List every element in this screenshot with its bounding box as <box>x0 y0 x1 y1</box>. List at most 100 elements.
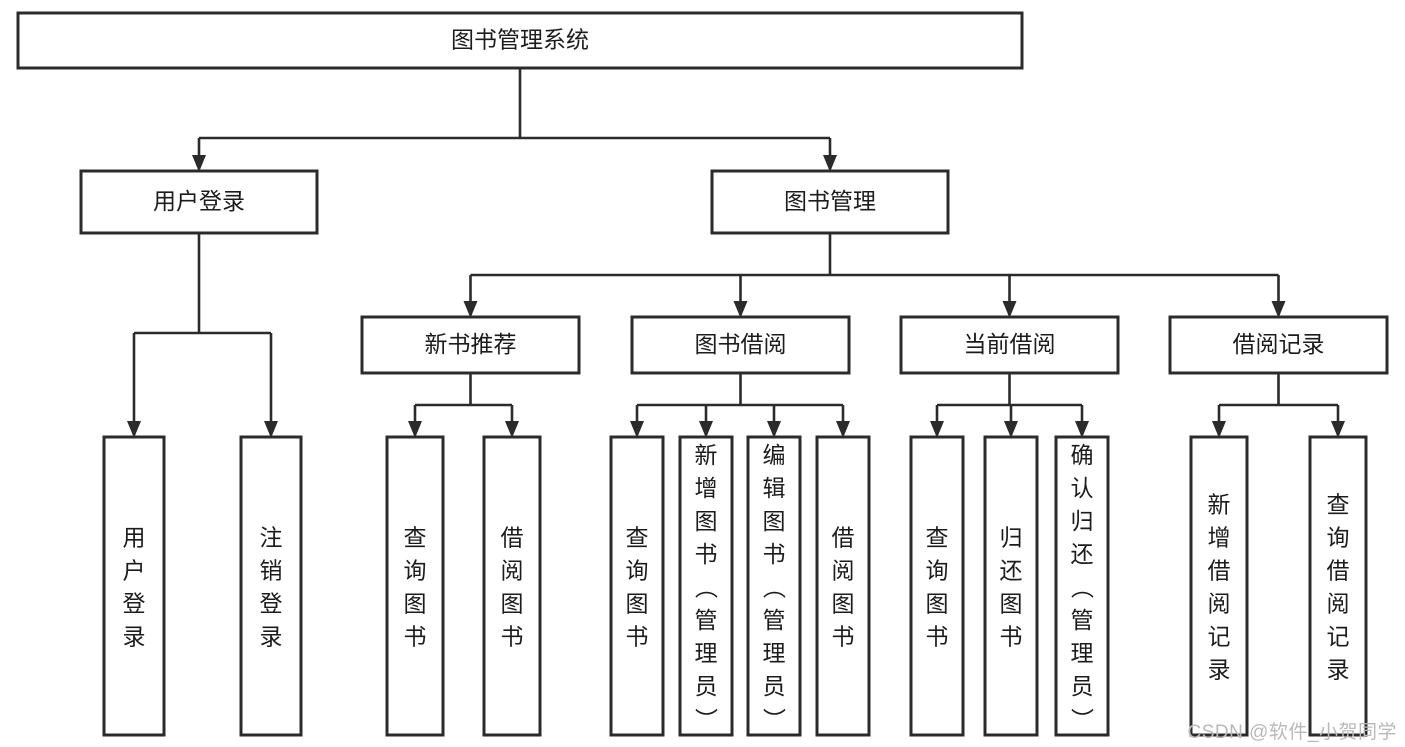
node-box <box>1054 435 1110 737</box>
node-label-char: 询 <box>1327 525 1350 551</box>
node-label-char: 录 <box>123 624 146 650</box>
nodes-layer: 图书管理系统用户登录图书管理新书推荐图书借阅当前借阅借阅记录用户登录注销登录查询… <box>16 11 1389 737</box>
node-label-char: 注 <box>260 525 283 551</box>
node-box <box>1308 435 1368 737</box>
node-label-char: 询 <box>404 558 427 584</box>
node-root[interactable]: 图书管理系统 <box>16 11 1024 70</box>
node-label-char: 阅 <box>832 558 855 584</box>
node-label-char: 员 <box>1071 673 1094 699</box>
node-label-char: 询 <box>926 558 949 584</box>
node-label-char: 记 <box>1327 624 1350 650</box>
node-label-char: 确 <box>1071 442 1094 468</box>
node-label-char: 用 <box>123 525 146 551</box>
node-label-char: 查 <box>404 525 427 551</box>
node-current-borrow[interactable]: 当前借阅 <box>899 315 1120 375</box>
node-label-char: 查 <box>1327 492 1350 518</box>
node-label-char: ） <box>693 708 719 731</box>
node-label-char: 图 <box>832 591 855 617</box>
node-label-char: 还 <box>1000 558 1023 584</box>
node-label: 当前借阅 <box>964 331 1056 357</box>
edge-arrowhead <box>1271 301 1286 318</box>
edge-arrowhead <box>505 421 519 438</box>
node-label-char: 查 <box>626 525 649 551</box>
node-box <box>385 435 445 737</box>
node-label-char: 管 <box>695 607 718 633</box>
node-borrow-record[interactable]: 借阅记录 <box>1168 315 1389 375</box>
node-label-char: 图 <box>626 591 649 617</box>
node-box <box>609 435 665 737</box>
node-label: 新书推荐 <box>425 331 517 357</box>
node-user-login[interactable]: 用户登录 <box>79 169 319 235</box>
edge-arrowhead <box>630 421 644 438</box>
node-new-book-rec[interactable]: 新书推荐 <box>360 315 581 375</box>
node-label-char: 借 <box>1327 558 1350 584</box>
node-label-char: 询 <box>626 558 649 584</box>
node-box <box>983 435 1039 737</box>
node-label: 借阅记录 <box>1233 331 1325 357</box>
node-box <box>102 435 166 737</box>
edge-arrowhead <box>733 301 748 318</box>
node-book-borrow[interactable]: 图书借阅 <box>630 315 851 375</box>
edge-arrowhead <box>1002 301 1017 318</box>
node-label-char: 销 <box>260 558 283 584</box>
node-label-char: 书 <box>404 624 427 650</box>
node-label: 图书管理 <box>784 188 876 214</box>
node-label-char: 员 <box>763 673 786 699</box>
node-book-manage[interactable]: 图书管理 <box>710 169 950 235</box>
node-box <box>79 169 319 235</box>
node-box <box>16 11 1024 70</box>
node-label-char: 理 <box>1071 640 1094 666</box>
node-label-char: （ <box>1069 576 1095 599</box>
node-box <box>239 435 303 737</box>
node-label-char: 户 <box>123 558 146 584</box>
node-label-char: 理 <box>695 640 718 666</box>
edge-arrowhead <box>767 421 781 438</box>
node-box <box>360 315 581 375</box>
node-label-char: 新 <box>695 442 718 468</box>
node-label-char: 增 <box>695 475 718 501</box>
edge-arrowhead <box>836 421 850 438</box>
node-label-char: 查 <box>926 525 949 551</box>
edge-arrowhead <box>127 421 141 438</box>
edge-arrowhead <box>1212 421 1226 438</box>
node-label-char: 管 <box>1071 607 1094 633</box>
node-box <box>678 435 734 737</box>
node-label-char: 借 <box>1208 558 1231 584</box>
node-label-char: 书 <box>626 624 649 650</box>
node-label-char: 书 <box>926 624 949 650</box>
node-box <box>746 435 802 737</box>
node-leaf-user-login[interactable]: 用户登录 <box>102 435 166 737</box>
node-box <box>710 169 950 235</box>
node-box <box>630 315 851 375</box>
node-label-char: 辑 <box>763 475 786 501</box>
node-label-char: 阅 <box>501 558 524 584</box>
node-label: 图书管理系统 <box>451 27 589 53</box>
edge-arrowhead <box>823 155 837 172</box>
edge-arrowhead <box>930 421 944 438</box>
node-label-char: 图 <box>1000 591 1023 617</box>
node-box <box>909 435 965 737</box>
node-label-char: 录 <box>1208 657 1231 683</box>
node-label-char: ） <box>1069 708 1095 731</box>
node-label-char: 管 <box>763 607 786 633</box>
node-label-char: 编 <box>763 442 786 468</box>
node-label-char: 书 <box>695 541 718 567</box>
edge-arrowhead <box>1075 421 1089 438</box>
node-label-char: 增 <box>1208 525 1231 551</box>
node-label-char: 书 <box>763 541 786 567</box>
node-label-char: 理 <box>763 640 786 666</box>
node-label-char: 图 <box>695 508 718 534</box>
node-label-char: 借 <box>501 525 524 551</box>
